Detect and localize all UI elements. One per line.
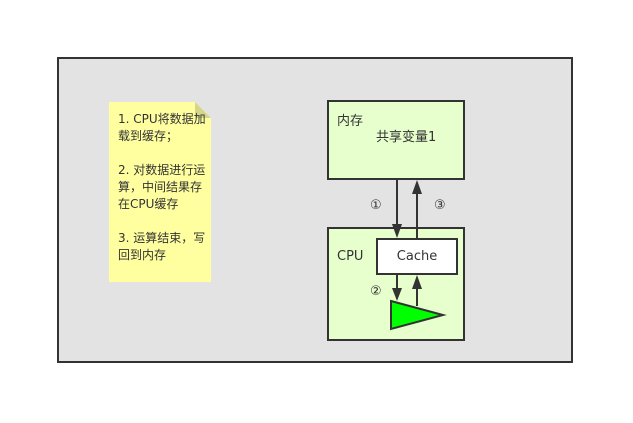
arrowhead-load (392, 224, 402, 238)
note-text: 1. CPU将数据加载到缓存； 2. 对数据进行运算，中间结果存在CPU缓存 3… (118, 112, 206, 262)
step-2-label: ② (370, 284, 382, 299)
arrowhead-writeback (412, 180, 422, 194)
arrowhead-alu-to-cache (412, 275, 422, 289)
alu-triangle-icon (390, 299, 447, 331)
memory-box (327, 100, 465, 180)
memory-title: 内存 (337, 114, 364, 129)
cache-label: Cache (396, 249, 438, 264)
shared-variable-label: 共享变量1 (376, 130, 437, 145)
cpu-title: CPU (337, 249, 364, 264)
arrowhead-cache-to-alu (392, 288, 402, 301)
step-3-label: ③ (434, 198, 446, 213)
sticky-note (109, 102, 211, 282)
step-1-label: ① (370, 198, 382, 213)
cache-box: Cache (376, 238, 458, 275)
